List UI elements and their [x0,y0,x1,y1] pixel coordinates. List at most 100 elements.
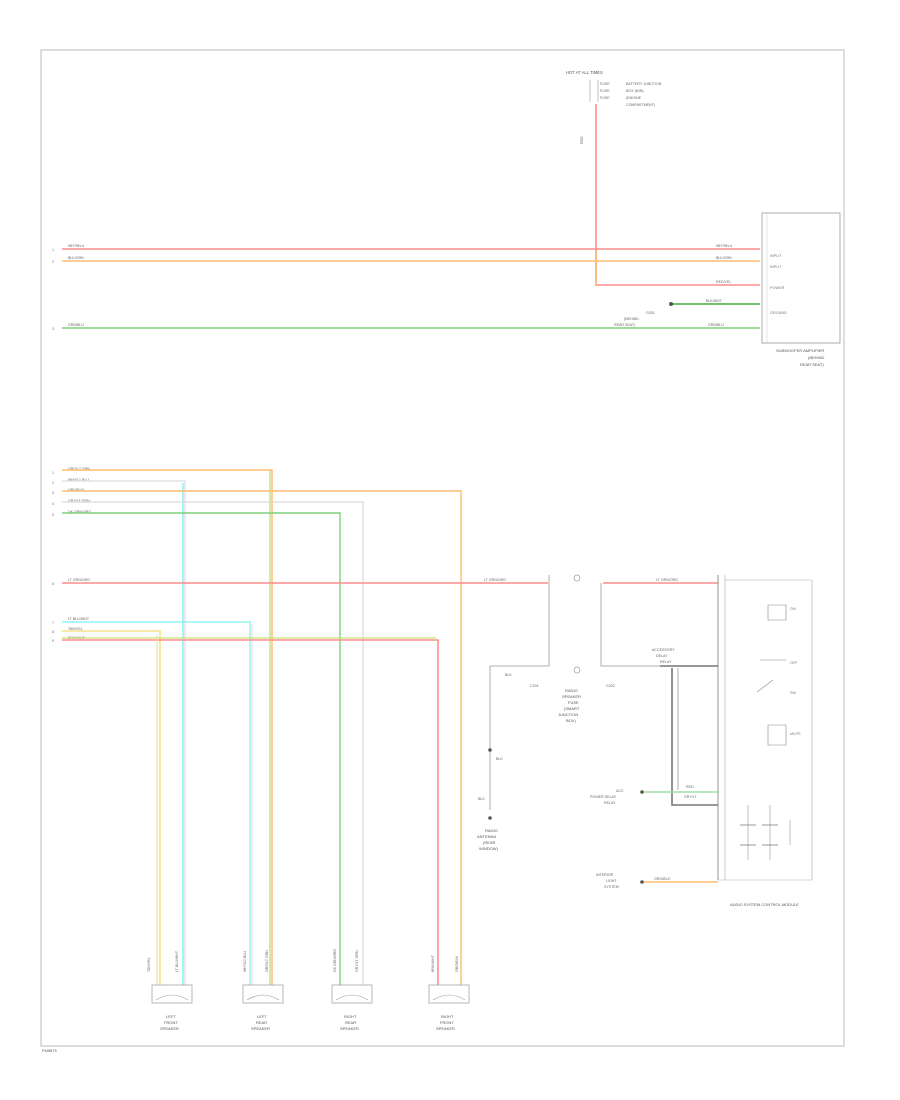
sub-wire-label-1: WHT/BLU [716,244,733,248]
bus-label-3: ORG/BLK [68,488,85,492]
wire-lower-cyan [62,621,251,985]
acc-green-label: GRY/LT [684,795,697,799]
spk3-wire-2: GRY/LT GRN [355,950,359,972]
antenna-caption-1: RADIO [485,828,498,833]
acc-source-1: ACC [616,789,624,793]
acc-source-dot [640,790,644,794]
sub-pin-6: POWER [770,286,785,290]
subwoofer-module: INPUT INPUT POWER GROUND SUBWOOFER AMPLI… [761,212,841,367]
spk2-wire-1: WHT/LT BLU [243,951,247,972]
radio-caption-5: JUNCTION [558,712,578,717]
wire-bus-5 [62,512,341,985]
sub-module-caption-3: REAR SEAT) [800,362,824,367]
bus-pin-4: 4 [52,502,54,506]
sub-ground-note-3: REAR SEAT) [614,323,635,327]
interior-orange-label: ORG/BLK [654,877,671,881]
spk3-caption-3: SPEAKER [340,1026,359,1031]
sub-ground-note-2: (BEHIND [624,317,639,321]
speaker-left-front: TAN/YEL LT BLU/WHT LEFT FRONT SPEAKER [147,950,193,1031]
radio-in-label: LT GRN/ORG [484,578,506,582]
top-left-pin-1: 1 [52,248,54,252]
top-fuse-block: HOT AT ALL TIMES FUSE FUSE FUSE BATTERY … [566,70,662,144]
accessory-relay: ACCESSORY DELAY RELAY RED [652,648,718,806]
wire-bus-4 [62,501,364,985]
sub-wire-label-5: GRN/BLU [708,323,724,327]
radio-caption-6: BOX) [566,718,576,723]
radio-caption-3: FUSE [568,700,579,705]
antenna-caption-2: ANTENNA [477,834,496,839]
wire-lower-yg [62,639,439,985]
spk2-caption-2: REAR [256,1020,267,1025]
lower-cyan-label: LT BLU/WHT [68,617,90,621]
top-fuse-desc-2: BOX (BJB) [626,89,644,93]
lower-pin-8: 8 [52,630,54,634]
top-fuse-desc-4: COMPARTMENT) [626,103,655,107]
spk1-wire-1: TAN/YEL [147,957,151,972]
top-left-pin-2: 2 [52,260,54,264]
sub-wire-label-3: RED/YEL [716,280,731,284]
top-fuse-row-3: FUSE [600,96,610,100]
lower-pin-7: 7 [52,621,54,625]
bus-pin-3: 3 [52,491,54,495]
switch-on: ON [790,607,796,611]
bus-label-1: ORG/LT GRN [68,467,90,471]
radio-fuse: C201 C202 BLK RADIO SPEAKER FUSE (SMART … [489,574,660,755]
top-fuse-row-2: FUSE [600,89,610,93]
spk4-wire-1: BRN/WHT [431,954,435,972]
speaker-right-rear: DK GRN/ORG GRY/LT GRN RIGHT REAR SPEAKER [331,949,373,1031]
bus-label-4: GRY/LT GRN [68,499,90,503]
top-fuse-title: HOT AT ALL TIMES [566,70,603,75]
speaker-right-front: BRN/WHT ORG/BLK RIGHT FRONT SPEAKER [428,954,470,1031]
top-left-label-3: GRN/BLU [68,323,84,327]
radio-caption-4: (SMART [564,706,580,711]
spk4-wire-2: ORG/BLK [455,955,459,972]
lower-yellow-label: TAN/YEL [68,627,83,631]
top-fuse-row-1: FUSE [600,82,610,86]
wire-bus-1 [62,469,273,985]
spk1-wire-2: LT BLU/WHT [175,950,179,972]
ground-splice [669,302,673,306]
switch-sw: SW [790,691,797,695]
lower-pin-9: 9 [52,639,54,643]
bus-label-2: WHT/LT BLU [68,478,89,482]
top-fuse-desc-3: (ENGINE [626,96,642,100]
interior-source-dot [640,880,644,884]
wire-bus-2 [62,480,186,985]
switch-mute: MUTE [790,732,801,736]
relay-label-2: DELAY [656,654,668,658]
wire-bus-3 [62,490,462,985]
antenna-ground-label: BLK [478,797,485,801]
top-left-label-2: BLK/GRN [68,256,84,260]
top-left-pin-3: 3 [52,327,54,331]
spk3-caption-1: RIGHT [344,1014,357,1019]
sub-wire-label-2: BLK/GRN [716,256,732,260]
spk4-caption-1: RIGHT [441,1014,454,1019]
spk1-caption-1: LEFT [166,1014,176,1019]
sub-module-caption-1: SUBWOOFER AMPLIFIER [776,348,824,353]
radio-caption-2: SPEAKER [562,694,581,699]
relay-label-3: RELAY [660,660,672,664]
wire-fuse-feed [595,104,760,286]
sub-module-caption-2: (BEHIND [808,355,825,360]
radio-label-left: C201 [530,684,539,688]
sub-pin-8: GROUND [770,311,787,315]
relay-wire-label: RED [686,785,694,789]
audio-caption: AUDIO SYSTEM CONTROL MODULE [730,902,799,907]
antenna-caption-4: WINDOW) [479,846,499,851]
interior-source-2: LIGHT [606,879,617,883]
top-fuse-desc-1: BATTERY JUNCTION [626,82,662,86]
antenna-wire-label: BLK [496,757,503,761]
antenna-caption-3: (REAR [483,840,496,845]
spk1-caption-3: SPEAKER [160,1026,179,1031]
switch-off: OFF [790,661,798,665]
sub-pin-4: INPUT [770,265,782,269]
footer-code: FM9875 [42,1048,57,1053]
spk2-caption-1: LEFT [257,1014,267,1019]
sub-ground-note-1: G301 [646,311,655,315]
radio-out-label: LT GRN/ORG [656,578,678,582]
spk2-wire-2: ORG/LT GRN [265,950,269,972]
speaker-left-rear: WHT/LT BLU ORG/LT GRN LEFT REAR SPEAKER [242,950,284,1031]
diagram-frame [40,49,845,1047]
radio-antenna: BLK BLK RADIO ANTENNA (REAR WINDOW) [477,748,503,851]
